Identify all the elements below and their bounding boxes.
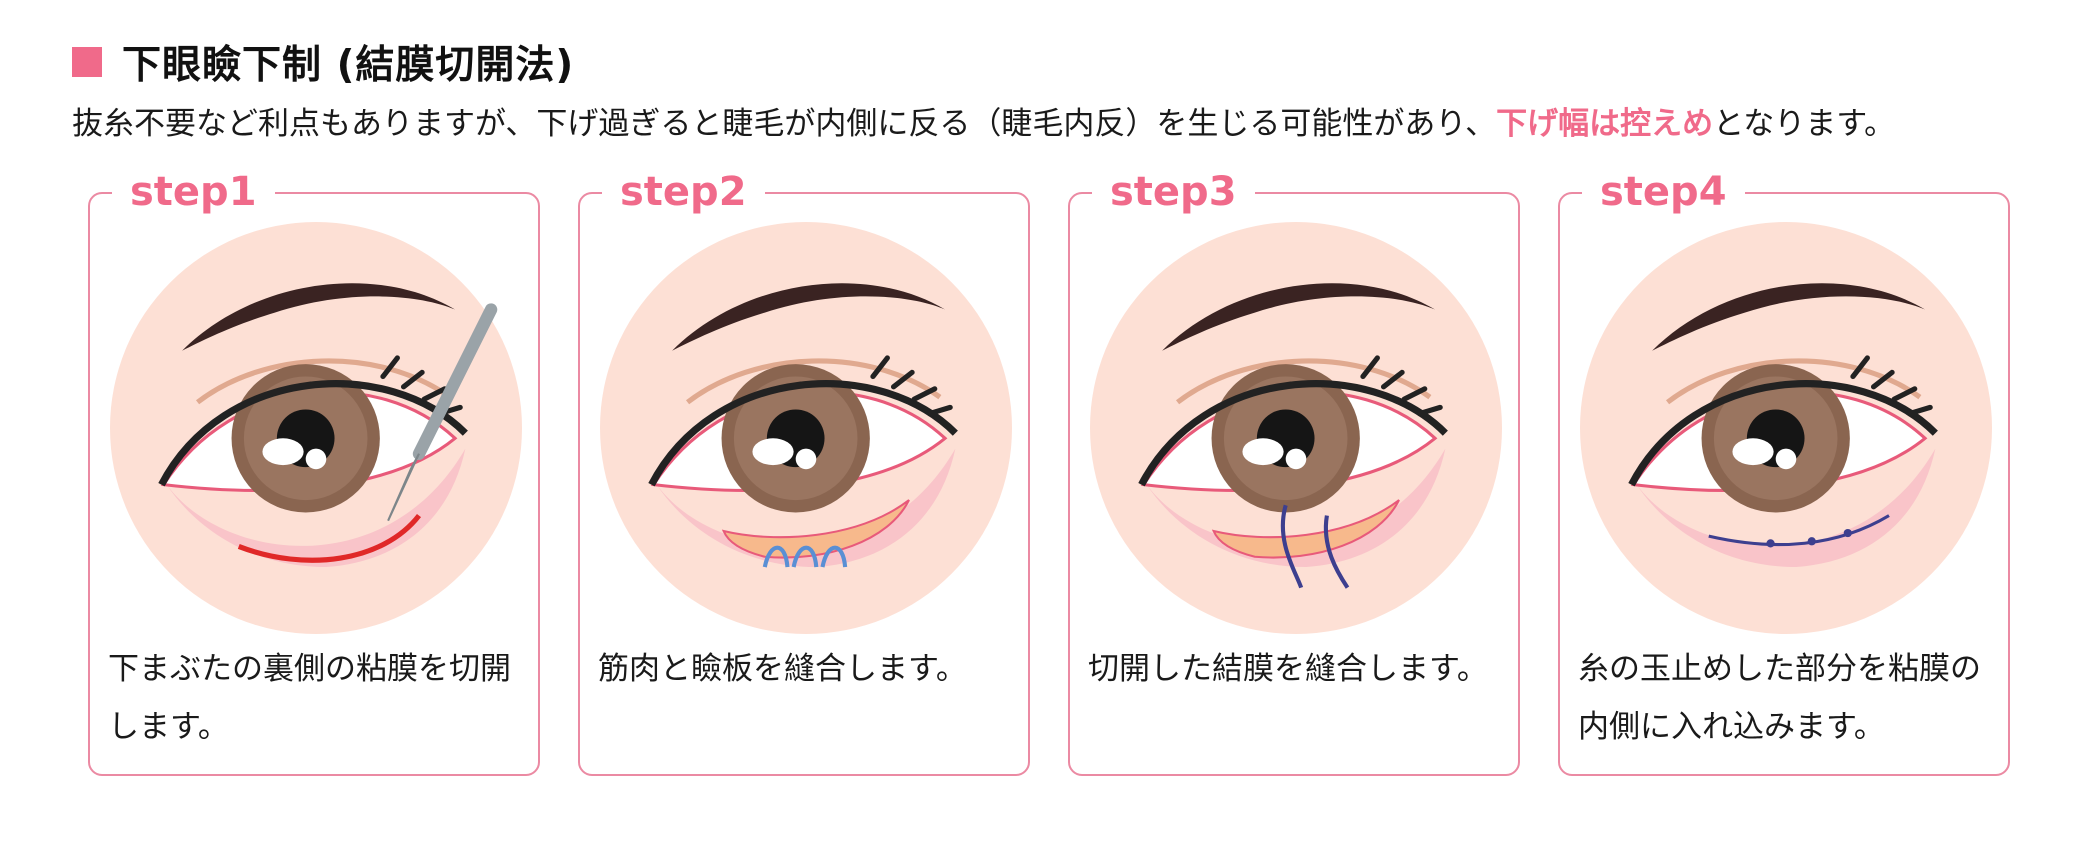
lead-highlight: 下げ幅は控えめ bbox=[1496, 106, 1714, 142]
step-label: step1 bbox=[112, 160, 275, 224]
section-heading: 下眼瞼下制 (結膜切開法) bbox=[72, 36, 574, 88]
step-card-2: step2 筋肉と瞼板を縫合します。 bbox=[578, 160, 1030, 776]
step-label: step4 bbox=[1582, 160, 1745, 224]
page-title: 下眼瞼下制 (結膜切開法) bbox=[122, 43, 575, 88]
lead-paragraph: 抜糸不要など利点もありますが、下げ過ぎると睫毛が内側に反る（睫毛内反）を生じる可… bbox=[72, 102, 1895, 146]
step-label: step2 bbox=[602, 160, 765, 224]
step-card-3: step3 切開した結膜を縫合します。 bbox=[1068, 160, 1520, 776]
step-description: 糸の玉止めした部分を粘膜の内側に入れ込みます。 bbox=[1578, 651, 1981, 745]
step-description: 筋肉と瞼板を縫合します。 bbox=[598, 651, 967, 687]
lead-text: 抜糸不要など利点もありますが、下げ過ぎると睫毛が内側に反る（睫毛内反）を生じる可… bbox=[72, 106, 1497, 142]
eye-knot-buried-icon bbox=[1580, 222, 1992, 634]
eye-muscle-suture-icon bbox=[600, 222, 1012, 634]
eye-conjunctiva-suture-icon bbox=[1090, 222, 1502, 634]
step-description: 下まぶたの裏側の粘膜を切開します。 bbox=[108, 651, 511, 745]
step-card-1: step1 下まぶたの裏側の粘膜を切開します。 bbox=[88, 160, 540, 776]
eye-scalpel-icon bbox=[110, 222, 522, 634]
step-label: step3 bbox=[1092, 160, 1255, 224]
step-card-4: step4 糸の玉止めした部分を粘膜の内側に入れ込みます。 bbox=[1558, 160, 2010, 776]
step-description: 切開した結膜を縫合します。 bbox=[1088, 651, 1488, 687]
lead-text-end: となります。 bbox=[1713, 106, 1896, 142]
heading-square-icon bbox=[72, 47, 102, 77]
